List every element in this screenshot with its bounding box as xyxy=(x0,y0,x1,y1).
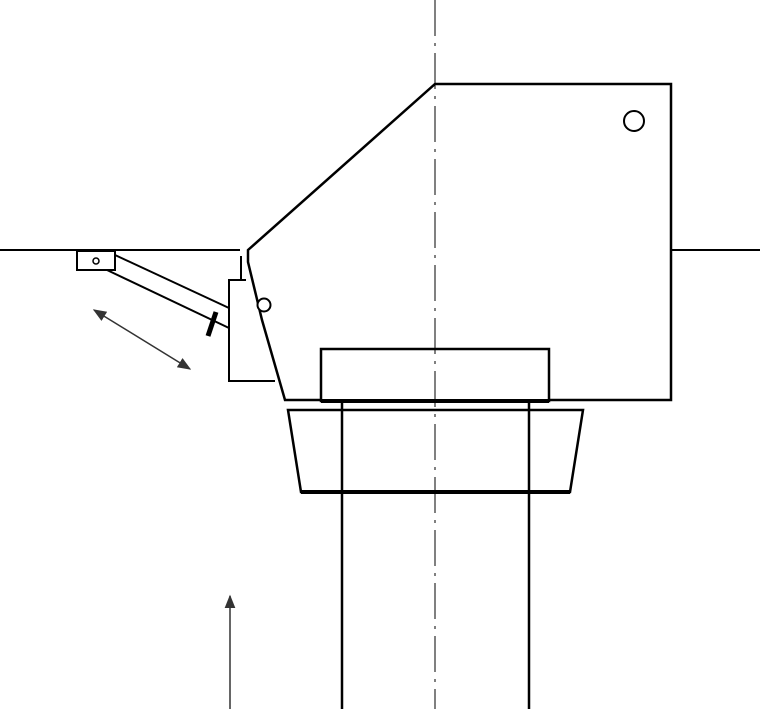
pivot-hole xyxy=(256,297,272,313)
actuator-rod xyxy=(106,254,230,329)
actuator-collar xyxy=(205,311,219,337)
head-housing xyxy=(246,82,673,402)
upright-tab xyxy=(240,256,246,281)
bracket-hole xyxy=(92,257,100,265)
column-shaft xyxy=(340,401,531,709)
support-block xyxy=(228,279,275,382)
housing-hole xyxy=(623,110,645,132)
double-headed-motion-arrow xyxy=(92,309,192,370)
